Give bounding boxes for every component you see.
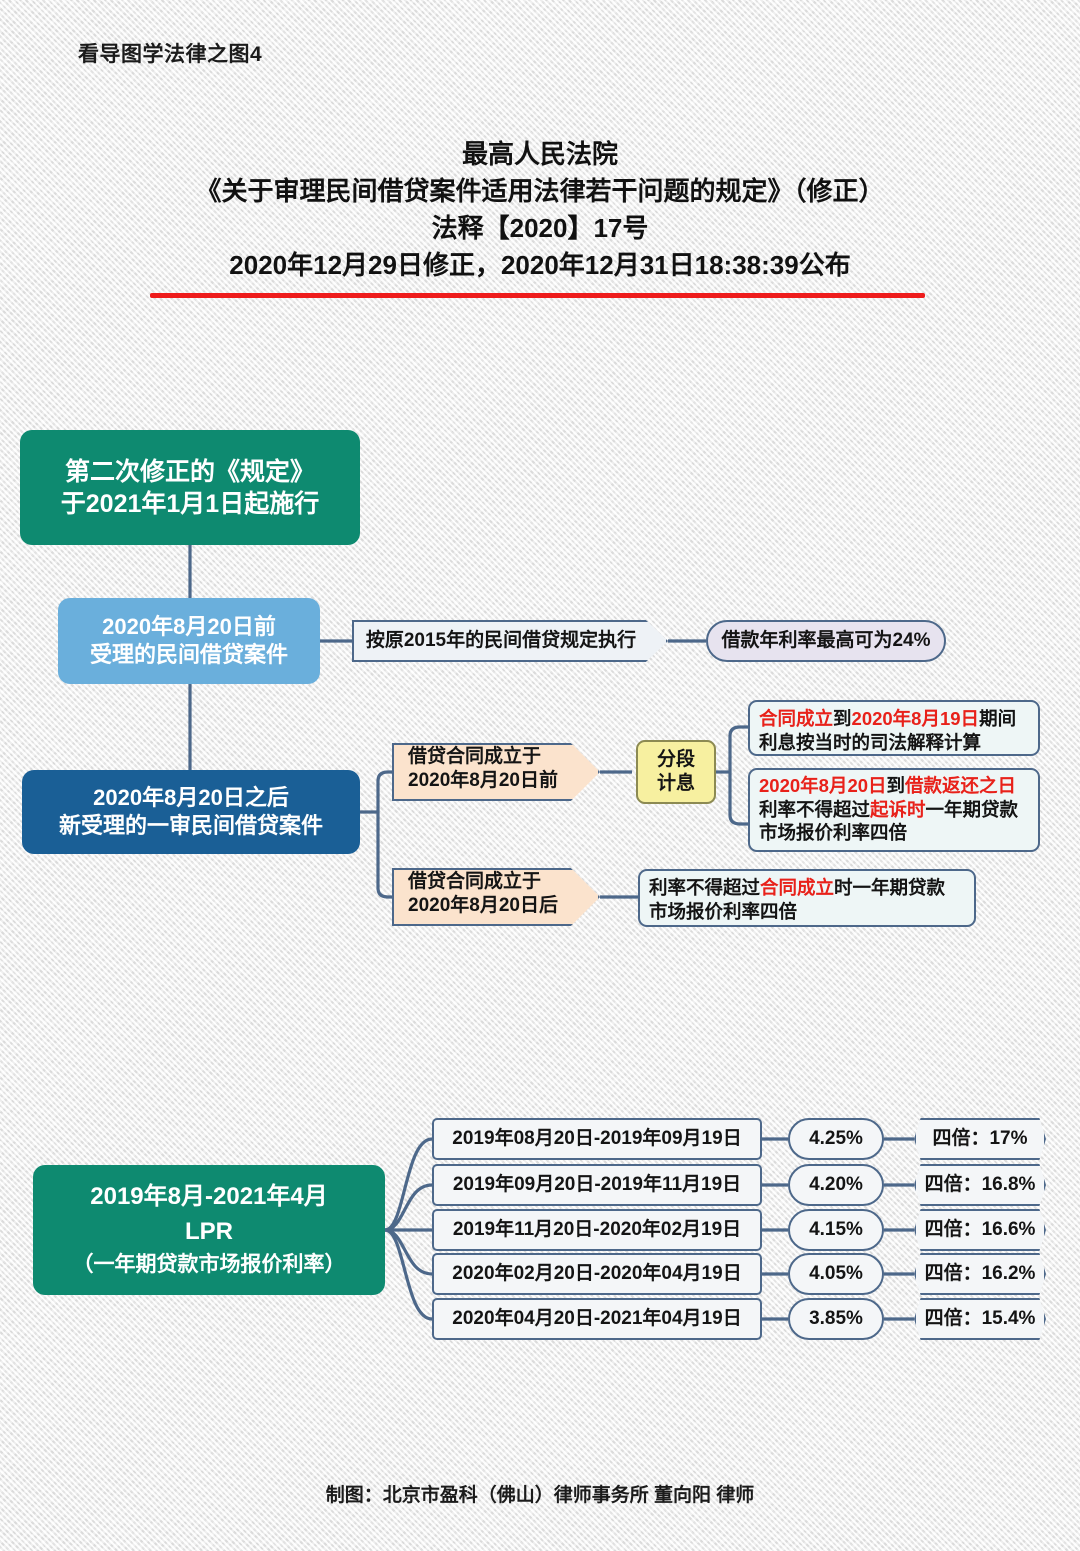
node-cases-before-line1: 2020年8月20日前 (102, 613, 276, 639)
node-contract-after[interactable]: 借贷合同成立于 2020年8月20日后 (392, 868, 600, 926)
lpr-quad-hex[interactable]: 四倍：16.6% (914, 1209, 1046, 1251)
seg2-l2-red: 起诉时 (870, 798, 926, 820)
seg2-red-a: 2020年8月20日 (759, 775, 887, 796)
table-row[interactable]: 2020年02月20日-2020年04月19日 (432, 1253, 762, 1295)
node-lpr-title[interactable]: 2019年8月-2021年4月 LPR （一年期贷款市场报价利率） (33, 1165, 385, 1295)
lpr-rate: 4.05% (809, 1262, 863, 1284)
node-segmented-interest[interactable]: 分段 计息 (636, 740, 716, 804)
lpr-quad: 四倍：17% (932, 1127, 1028, 1149)
seg1-mid: 到 (833, 708, 852, 729)
lpr-quad-hex[interactable]: 四倍：17% (914, 1118, 1046, 1160)
node-contract-before[interactable]: 借贷合同成立于 2020年8月20日前 (392, 743, 600, 801)
node-contract-before-line1: 借贷合同成立于 (408, 746, 542, 767)
node-root-line2: 于2021年1月1日起施行 (60, 489, 320, 518)
lpr-rate: 3.85% (809, 1307, 863, 1329)
node-after-rule[interactable]: 利率不得超过合同成立时一年期贷款 市场报价利率四倍 (638, 869, 976, 927)
node-lpr-title-line1: 2019年8月-2021年4月 (90, 1182, 328, 1210)
page-kicker: 看导图学法律之图4 (78, 43, 263, 66)
after-rule-pre: 利率不得超过 (649, 877, 761, 898)
lpr-quad: 四倍：15.4% (924, 1307, 1036, 1329)
seg2-mid: 到 (886, 775, 906, 796)
seg1-tail: 期间 (979, 708, 1017, 729)
node-cases-after[interactable]: 2020年8月20日之后 新受理的一审民间借贷案件 (22, 770, 360, 854)
node-after-rule-line2: 市场报价利率四倍 (649, 900, 798, 922)
node-contract-before-line2: 2020年8月20日前 (408, 770, 558, 792)
seg1-red-b: 2020年8月19日 (851, 708, 980, 729)
title-line-4: 2020年12月29日修正，2020年12月31日18:38:39公布 (229, 249, 851, 280)
lpr-quad-hex[interactable]: 四倍：15.4% (914, 1298, 1046, 1340)
node-cases-before-line2: 受理的民间借贷案件 (89, 642, 288, 667)
node-after-rule-line1: 利率不得超过合同成立时一年期贷款 (649, 876, 965, 900)
seg2-l2-post: 一年期贷款 (925, 798, 1019, 820)
node-segment-2-line1: 2020年8月20日到借款返还之日 (759, 774, 1029, 798)
node-segmented-interest-line2: 计息 (656, 773, 695, 794)
node-segment-2[interactable]: 2020年8月20日到借款返还之日 利率不得超过起诉时一年期贷款 市场报价利率四… (748, 768, 1040, 852)
node-24-percent-cap-label: 借款年利率最高可为24% (721, 629, 931, 651)
table-row[interactable]: 2019年11月20日-2020年02月19日 (432, 1209, 762, 1251)
node-lpr-title-line3: （一年期贷款市场报价利率） (72, 1252, 346, 1276)
lpr-rate-pill[interactable]: 3.85% (788, 1298, 884, 1340)
node-old-2015-rule[interactable]: 按原2015年的民间借贷规定执行 (352, 620, 668, 662)
node-old-2015-rule-label: 按原2015年的民间借贷规定执行 (365, 629, 637, 651)
node-segment-2-line2: 利率不得超过起诉时一年期贷款 (759, 798, 1029, 822)
lpr-period: 2019年09月20日-2019年11月19日 (452, 1173, 742, 1195)
after-rule-post: 时一年期贷款 (834, 877, 946, 898)
node-24-percent-cap[interactable]: 借款年利率最高可为24% (706, 620, 946, 662)
lpr-period: 2019年08月20日-2019年09月19日 (452, 1127, 742, 1149)
table-row[interactable]: 2019年08月20日-2019年09月19日 (432, 1118, 762, 1160)
lpr-rate-pill[interactable]: 4.05% (788, 1253, 884, 1295)
lpr-rate-pill[interactable]: 4.25% (788, 1118, 884, 1160)
lpr-quad: 四倍：16.2% (924, 1262, 1036, 1284)
lpr-rate: 4.20% (809, 1173, 863, 1195)
node-lpr-title-line2: LPR (185, 1217, 233, 1245)
lpr-quad-hex[interactable]: 四倍：16.2% (914, 1253, 1046, 1295)
seg2-l2-pre: 利率不得超过 (759, 798, 871, 820)
node-segment-1-line2: 利息按当时的司法解释计算 (759, 731, 982, 753)
title-line-2: 《关于审理民间借贷案件适用法律若干问题的规定》（修正） (195, 175, 885, 206)
lpr-period: 2019年11月20日-2020年02月19日 (452, 1218, 742, 1240)
node-cases-after-line1: 2020年8月20日之后 (93, 784, 289, 810)
lpr-rate: 4.15% (809, 1218, 863, 1240)
node-root-line1: 第二次修正的《规定》 (64, 457, 315, 486)
node-cases-after-line2: 新受理的一审民间借贷案件 (58, 813, 323, 838)
lpr-quad-hex[interactable]: 四倍：16.8% (914, 1164, 1046, 1206)
title-red-rule (150, 293, 925, 298)
title-line-1: 最高人民法院 (461, 139, 618, 169)
seg2-red-b: 借款返还之日 (905, 775, 1017, 796)
page-title: 最高人民法院 《关于审理民间借贷案件适用法律若干问题的规定》（修正） 法释【20… (0, 136, 1080, 284)
node-segment-1-line1: 合同成立到2020年8月19日期间 (759, 707, 1029, 731)
lpr-rate-pill[interactable]: 4.15% (788, 1209, 884, 1251)
node-root-effective-date[interactable]: 第二次修正的《规定》 于2021年1月1日起施行 (20, 430, 360, 545)
table-row[interactable]: 2019年09月20日-2019年11月19日 (432, 1164, 762, 1206)
lpr-rate: 4.25% (809, 1127, 863, 1149)
lpr-period: 2020年02月20日-2020年04月19日 (452, 1262, 742, 1284)
lpr-rate-pill[interactable]: 4.20% (788, 1164, 884, 1206)
footer-credit: 制图：北京市盈科（佛山）律师事务所 董向阳 律师 (325, 1485, 755, 1506)
node-contract-after-line1: 借贷合同成立于 (408, 871, 542, 892)
seg1-red-a: 合同成立 (759, 708, 834, 729)
table-row[interactable]: 2020年04月20日-2021年04月19日 (432, 1298, 762, 1340)
title-line-3: 法释【2020】17号 (431, 212, 649, 243)
after-rule-red: 合同成立 (760, 877, 835, 898)
node-cases-before[interactable]: 2020年8月20日前 受理的民间借贷案件 (58, 598, 320, 684)
lpr-quad: 四倍：16.6% (924, 1218, 1036, 1240)
node-contract-after-line2: 2020年8月20日后 (408, 895, 558, 917)
lpr-quad: 四倍：16.8% (924, 1173, 1036, 1195)
node-segmented-interest-line1: 分段 (656, 748, 695, 770)
node-segment-1[interactable]: 合同成立到2020年8月19日期间 利息按当时的司法解释计算 (748, 700, 1040, 756)
lpr-period: 2020年04月20日-2021年04月19日 (452, 1307, 742, 1329)
node-segment-2-line3: 市场报价利率四倍 (759, 822, 908, 844)
